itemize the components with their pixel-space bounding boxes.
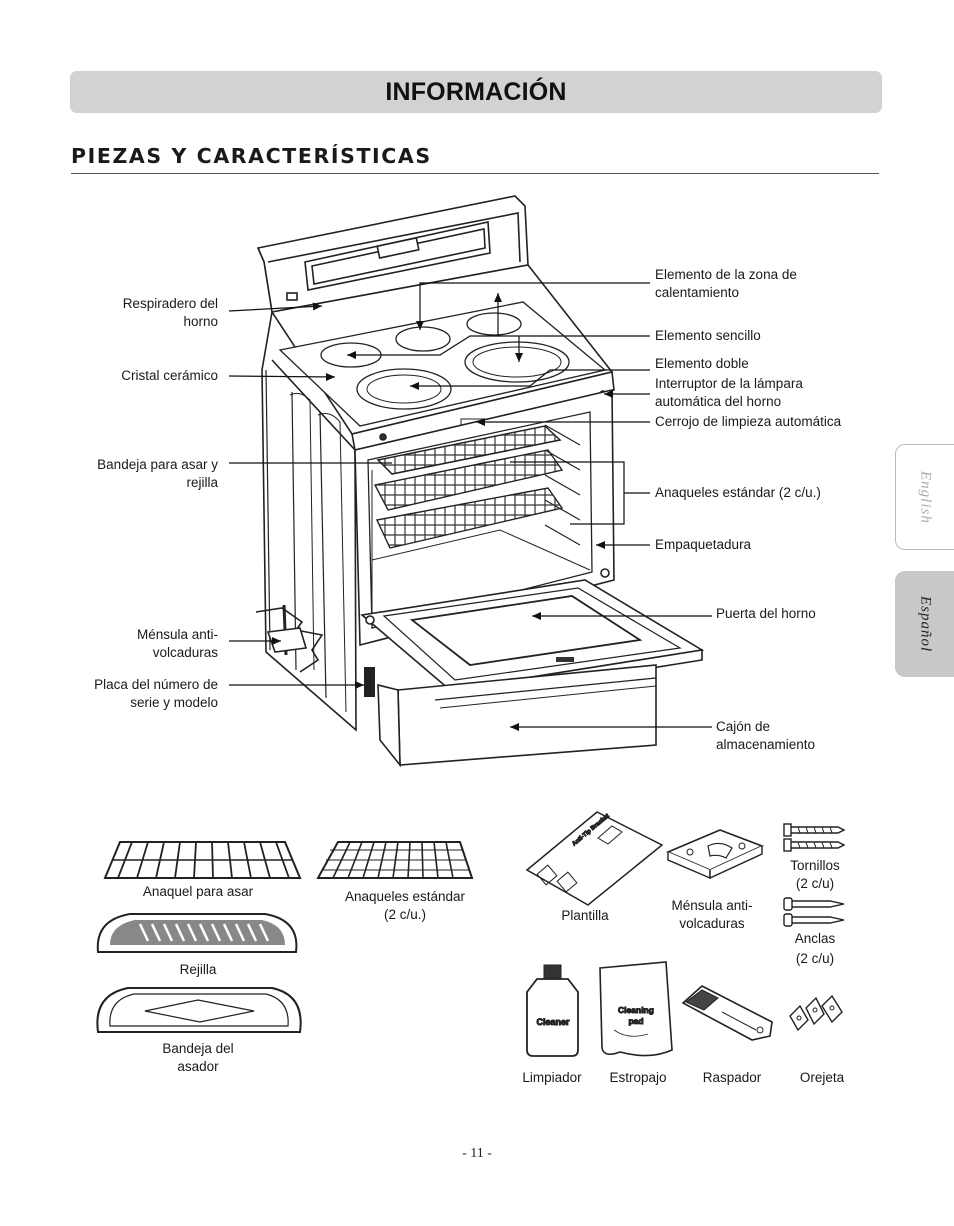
section-title: PIEZAS Y CARACTERÍSTICAS (71, 144, 432, 168)
tab-english-label: English (917, 470, 934, 524)
label-warming-zone-line2: calentamiento (655, 285, 740, 300)
accessory-lug: Orejeta (799, 1070, 845, 1085)
label-warming-zone: Elemento de la zona de calentamiento (655, 266, 845, 302)
leader-dual-element (410, 369, 650, 387)
label-oven-vent-line1: Respiradero del (122, 296, 218, 311)
anchors-illustration (783, 897, 845, 927)
accessory-broil-pan-line1: Bandeja del (162, 1041, 234, 1056)
label-warming-zone-line1: Elemento de la zona de (655, 267, 797, 282)
label-dual-element: Elemento doble (655, 356, 749, 371)
pad-label-line1: Cleaning (618, 1005, 654, 1015)
label-oven-vent: Respiradero del horno (60, 295, 218, 331)
label-storage-drawer-line2: almacenamiento (716, 737, 816, 752)
accessory-anti-tip: Ménsula anti- volcaduras (652, 897, 772, 933)
label-oven-vent-line2: horno (183, 314, 218, 329)
label-serial-plate: Placa del número de serie y modelo (40, 676, 218, 712)
accessory-broil-rack: Anaquel para asar (142, 884, 254, 899)
broil-rack-illustration (103, 841, 302, 879)
accessory-anti-tip-line1: Ménsula anti- (671, 898, 753, 913)
broil-pan-illustration (96, 987, 302, 1033)
accessory-scrub-pad: Estropajo (609, 1070, 667, 1085)
label-gasket: Empaquetadura (655, 537, 752, 552)
accessory-grid: Rejilla (179, 962, 217, 977)
label-storage-drawer: Cajón de almacenamiento (716, 718, 856, 754)
callout-lines (228, 282, 712, 728)
label-lamp-switch-line1: Interruptor de la lámpara (655, 376, 803, 391)
cleaner-bottle-illustration: Cleaner (526, 964, 579, 1057)
label-lamp-switch-line2: automática del horno (655, 394, 782, 409)
label-std-racks: Anaqueles estándar (2 c/u.) (655, 485, 821, 500)
screws-illustration (783, 823, 846, 852)
accessory-screws-line1: Tornillos (790, 858, 840, 873)
accessory-anchors: Anclas (2 c/u) (772, 929, 858, 969)
range-illustration (255, 195, 705, 768)
tab-english[interactable]: English (895, 444, 954, 550)
label-broil-pan-grid-line1: Bandeja para asar y (97, 457, 218, 472)
accessory-std-racks: Anaqueles estándar (2 c/u.) (320, 888, 490, 924)
leader-ceramic-glass (228, 375, 336, 378)
cleaning-pad-illustration: Cleaning pad (599, 961, 673, 1057)
section-banner: INFORMACIÓN (70, 71, 882, 113)
pad-label-line2: pad (628, 1016, 643, 1026)
accessory-cleaner: Limpiador (522, 1070, 582, 1085)
section-divider (71, 173, 879, 174)
label-storage-drawer-line1: Cajón de (716, 719, 771, 734)
label-serial-plate-line1: Placa del número de (94, 677, 218, 692)
anti-tip-bracket-illustration (665, 829, 765, 880)
page-number: - 11 - (462, 1146, 492, 1161)
label-single-element: Elemento sencillo (655, 328, 761, 343)
cleaner-bottle-label: Cleaner (536, 1017, 570, 1027)
scraper-illustration (681, 985, 773, 1041)
label-anti-tip-line1: Ménsula anti- (136, 627, 218, 642)
leader-warming-zone (419, 282, 650, 330)
callout-arrowheads (272, 293, 613, 731)
tab-espanol-label: Español (917, 595, 934, 653)
standard-racks-illustration (316, 841, 474, 879)
accessory-broil-pan-line2: asador (177, 1059, 219, 1074)
lug-illustration (789, 994, 843, 1032)
accessory-broil-pan: Bandeja del asador (118, 1040, 278, 1076)
label-serial-plate-line2: serie y modelo (130, 695, 218, 710)
tab-espanol[interactable]: Español (895, 571, 954, 677)
leader-oven-vent (228, 305, 323, 312)
label-oven-door: Puerta del horno (716, 606, 816, 621)
label-anti-tip-bracket: Ménsula anti- volcaduras (40, 626, 218, 662)
accessory-template: Plantilla (561, 908, 609, 923)
label-broil-pan-grid: Bandeja para asar y rejilla (40, 456, 218, 492)
grid-illustration (96, 913, 298, 953)
accessory-std-racks-line1: Anaqueles estándar (344, 889, 466, 904)
accessory-anchors-line2: (2 c/u) (795, 951, 835, 966)
accessory-screws-line2: (2 c/u) (795, 876, 835, 891)
label-ceramic-glass: Cristal cerámico (121, 368, 218, 383)
accessory-scraper: Raspador (702, 1070, 762, 1085)
template-illustration: Anti-Tip Bracket (525, 811, 664, 906)
label-broil-pan-grid-line2: rejilla (186, 475, 218, 490)
label-anti-tip-line2: volcaduras (152, 645, 218, 660)
leader-single-element (347, 335, 650, 356)
accessory-std-racks-line2: (2 c/u.) (383, 907, 426, 922)
accessory-screws: Tornillos (2 c/u) (772, 857, 858, 893)
banner-title: INFORMACIÓN (385, 77, 567, 106)
label-lamp-switch: Interruptor de la lámpara automática del… (655, 375, 855, 411)
label-lock: Cerrojo de limpieza automática (655, 414, 842, 429)
accessory-anchors-line1: Anclas (794, 931, 836, 946)
accessory-anti-tip-line2: volcaduras (679, 916, 745, 931)
